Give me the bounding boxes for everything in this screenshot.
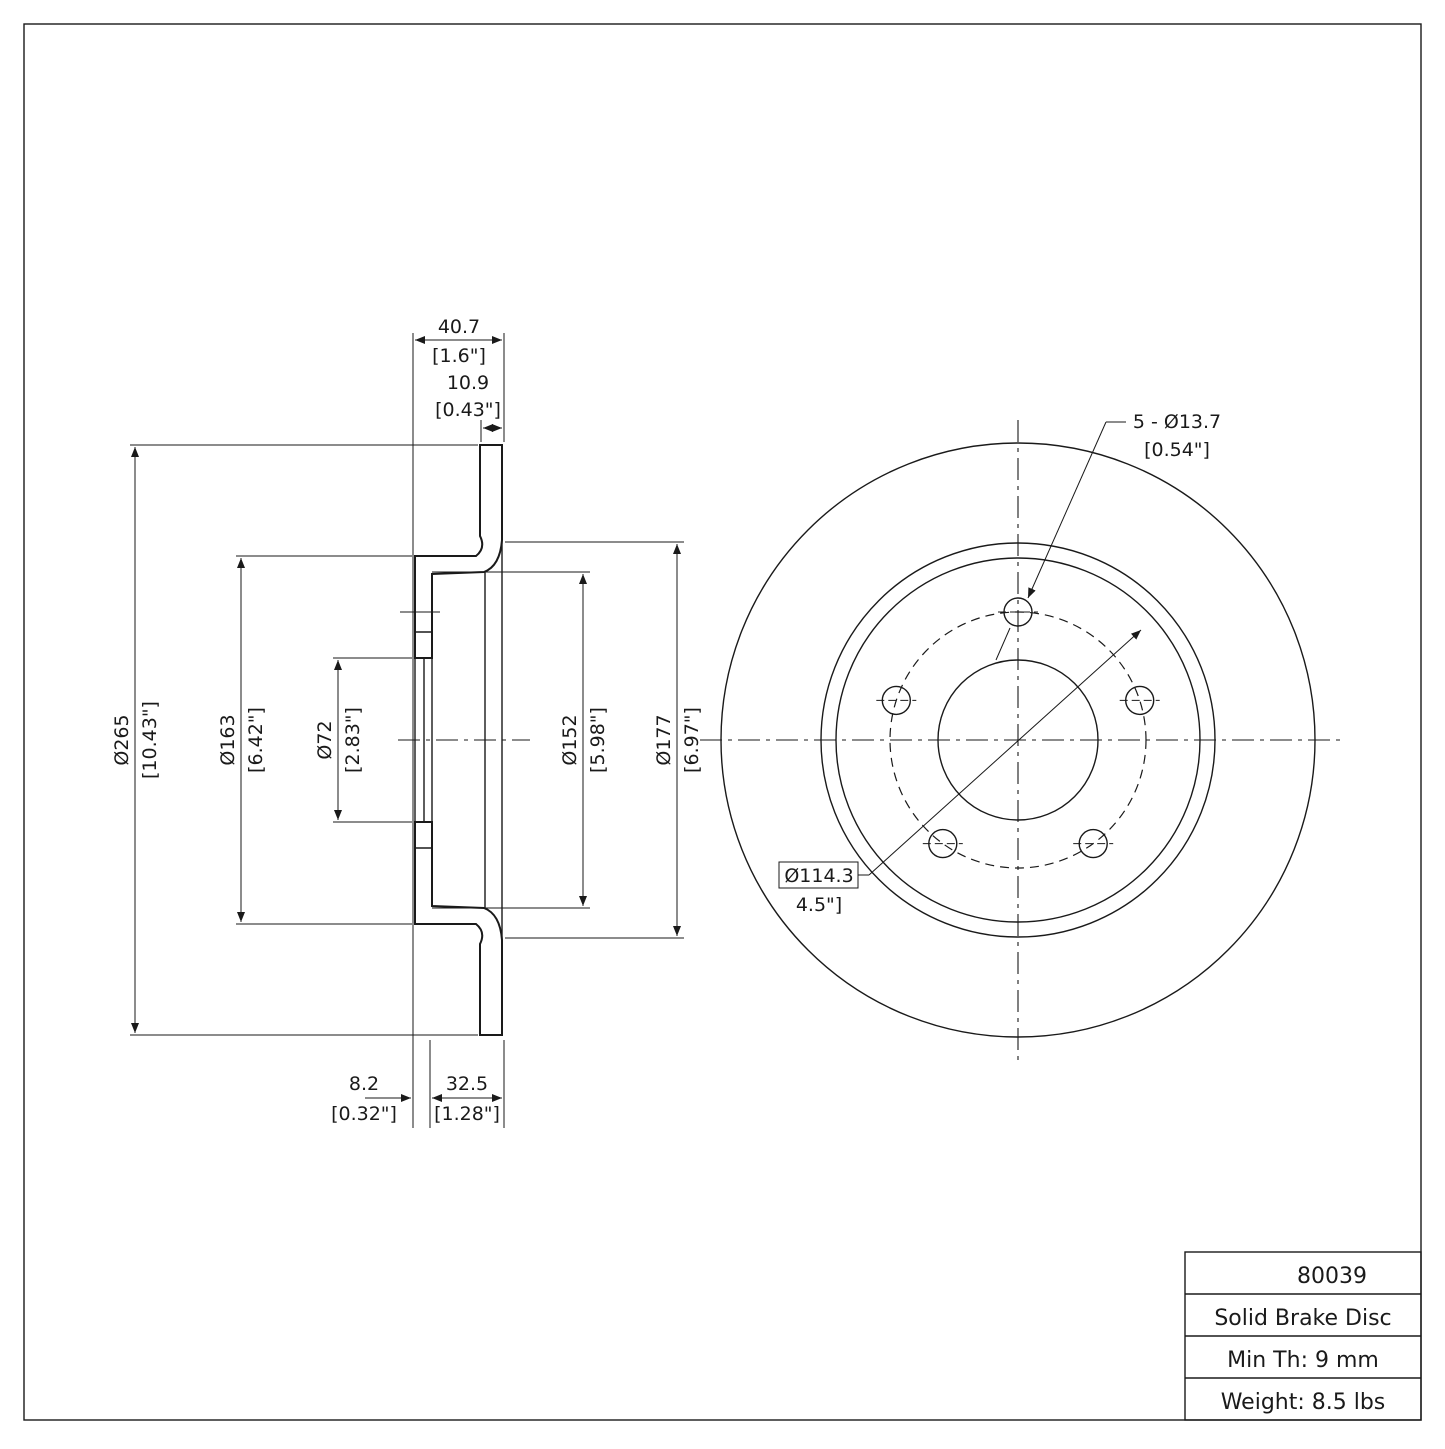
dim-offset-in: [1.28"] (434, 1103, 500, 1125)
dim-rotor-inner-mm: Ø177 (653, 714, 675, 765)
dim-thickness-mm: 10.9 (447, 372, 489, 394)
title-block: 80039 Solid Brake Disc Min Th: 9 mm Weig… (1184, 1251, 1422, 1421)
bolt-holes (876, 597, 1160, 859)
section-view: Ø265 [10.43"] Ø163 [6.42"] Ø72 [2.83"] Ø… (111, 316, 703, 1128)
min-thickness: Min Th: 9 mm (1227, 1348, 1379, 1373)
bolt-holes-mm: 5 - Ø13.7 (1133, 411, 1221, 433)
dim-hat-diameter-mm: Ø163 (217, 714, 239, 765)
dim-rotor-inner-in: [6.97"] (681, 707, 703, 773)
section-bottom (414, 821, 503, 1036)
section-top (414, 444, 503, 659)
dim-inner-hat-mm: Ø152 (559, 714, 581, 765)
dim-height-in: [1.6"] (432, 345, 486, 367)
part-description: Solid Brake Disc (1214, 1306, 1391, 1331)
dim-outer-diameter-in: [10.43"] (139, 701, 161, 779)
dim-offset-mm: 32.5 (446, 1073, 488, 1095)
dim-center-bore-in: [2.83"] (342, 707, 364, 773)
drawing-border (23, 23, 1422, 1421)
dim-inner-hat-in: [5.98"] (587, 707, 609, 773)
bolt-circle-mm: Ø114.3 (784, 865, 853, 887)
bolt-circle-in: 4.5"] (796, 894, 842, 916)
dim-height-mm: 40.7 (438, 316, 480, 338)
part-number: 80039 (1297, 1264, 1367, 1289)
dim-thickness-in: [0.43"] (435, 399, 501, 421)
dim-center-bore-mm: Ø72 (314, 720, 336, 759)
dim-outer-diameter-mm: Ø265 (111, 714, 133, 765)
bolt-holes-in: [0.54"] (1144, 439, 1210, 461)
weight: Weight: 8.5 lbs (1221, 1390, 1386, 1415)
dim-hub-mm: 8.2 (349, 1073, 379, 1095)
dim-hat-diameter-in: [6.42"] (245, 707, 267, 773)
front-view: Ø114.3 4.5"] 5 - Ø13.7 [0.54"] (700, 411, 1340, 1062)
dim-hub-in: [0.32"] (331, 1103, 397, 1125)
